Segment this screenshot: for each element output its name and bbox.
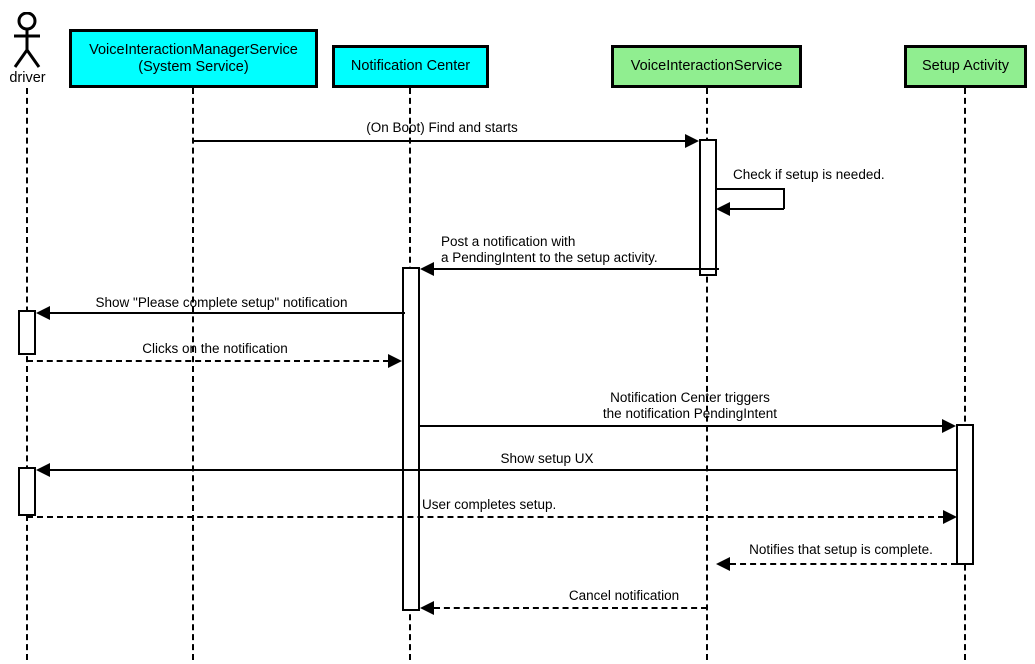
message-line-show-please-complete-setup-notification xyxy=(50,312,405,314)
message-line-notification-center-triggers xyxy=(419,425,943,427)
participant-voiceinteractionservice[interactable]: VoiceInteractionService xyxy=(611,45,802,88)
participant-notification-center[interactable]: Notification Center xyxy=(332,45,489,88)
message-line-user-completes-setup xyxy=(27,516,944,518)
arrowhead-left-selfcall xyxy=(716,202,730,216)
lifeline-vims xyxy=(192,88,194,660)
participant-voiceinteractionmanagerservice[interactable]: VoiceInteractionManagerService (System S… xyxy=(69,29,318,88)
participant-label-line1: VoiceInteractionManagerService xyxy=(89,41,298,58)
participant-label: Setup Activity xyxy=(921,58,1010,74)
message-line-selfcall-top xyxy=(716,188,784,190)
message-line-cancel-notification xyxy=(434,607,707,609)
message-line-selfcall-bottom xyxy=(730,208,784,210)
activation-setup-activity xyxy=(956,424,974,565)
arrowhead-left-show-notification xyxy=(36,306,50,320)
lifeline-vis xyxy=(706,88,708,660)
arrowhead-left-post-a-notification xyxy=(420,262,434,276)
actor-driver-icon xyxy=(13,12,41,68)
participant-label: Notification Center xyxy=(350,58,471,74)
message-label-post-a-notification-line2: a PendingIntent to the setup activity. xyxy=(441,250,658,265)
message-line-clicks-on-the-notification xyxy=(27,360,389,362)
actor-driver-label: driver xyxy=(9,70,46,86)
message-label-show-setup-ux: Show setup UX xyxy=(500,451,594,466)
participant-label: VoiceInteractionService xyxy=(630,58,783,74)
arrowhead-right-on-boot xyxy=(685,134,699,148)
participant-label-line2: (System Service) xyxy=(138,58,249,75)
message-label-user-completes-setup: User completes setup. xyxy=(422,497,557,512)
activation-driver-2 xyxy=(18,467,36,516)
message-line-selfcall-right xyxy=(783,188,785,209)
message-label-check-if-setup-is-needed: Check if setup is needed. xyxy=(733,167,885,182)
activation-notification-center xyxy=(402,267,420,611)
message-line-post-a-notification xyxy=(434,268,719,270)
message-label-notification-center-triggers-line1: Notification Center triggers xyxy=(610,390,770,405)
arrowhead-left-notifies-that-setup-is-complete xyxy=(716,557,730,571)
arrowhead-right-clicks-on-the-notification xyxy=(388,354,402,368)
arrowhead-right-notification-center-triggers xyxy=(942,419,956,433)
lifeline-setup xyxy=(964,88,966,660)
arrowhead-left-cancel-notification xyxy=(420,601,434,615)
message-line-notifies-that-setup-is-complete xyxy=(730,563,957,565)
arrowhead-left-show-setup-ux xyxy=(36,463,50,477)
message-label-notification-center-triggers-line2: the notification PendingIntent xyxy=(602,406,778,421)
lifeline-driver xyxy=(26,88,28,660)
message-label-cancel-notification: Cancel notification xyxy=(568,588,680,603)
message-label-on-boot-find-and-starts: (On Boot) Find and starts xyxy=(366,120,518,135)
message-label-clicks-on-the-notification: Clicks on the notification xyxy=(142,341,288,356)
activation-driver-1 xyxy=(18,310,36,355)
message-label-post-a-notification-line1: Post a notification with xyxy=(441,234,576,249)
arrowhead-right-user-completes-setup xyxy=(943,510,957,524)
message-line-on-boot-find-and-starts xyxy=(192,140,686,142)
message-label-show-please-complete-setup-notification: Show "Please complete setup" notificatio… xyxy=(95,295,348,310)
participant-setup-activity[interactable]: Setup Activity xyxy=(904,45,1027,88)
message-line-show-setup-ux xyxy=(50,469,957,471)
message-label-notifies-that-setup-is-complete: Notifies that setup is complete. xyxy=(749,542,933,557)
